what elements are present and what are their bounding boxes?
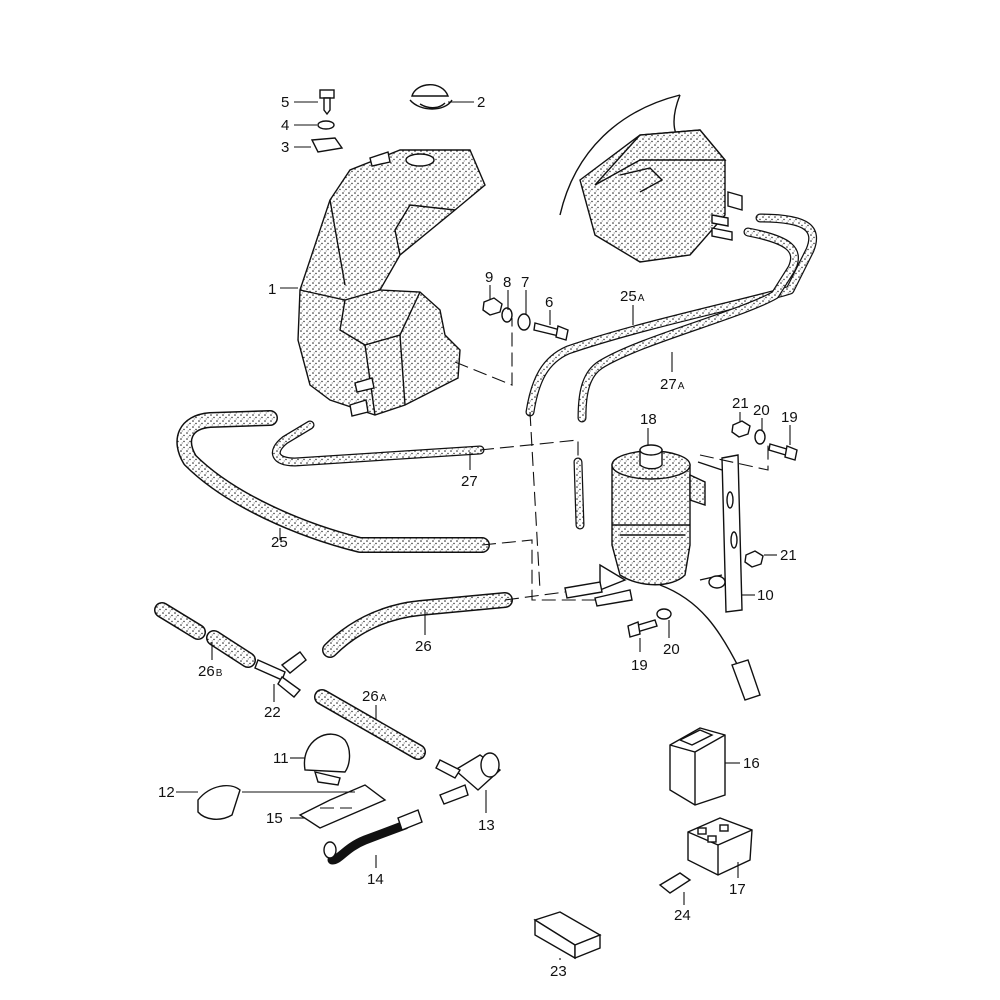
callout-11: 11	[273, 750, 289, 767]
hose-26A	[314, 689, 426, 760]
nozzle-cover	[303, 733, 351, 786]
washer-reservoir	[297, 149, 486, 417]
clip-nut-3	[310, 137, 344, 153]
callout-labels: 1 2 3 4 5 6 7 8 9 10 11 12 13 14 15 16 1…	[158, 94, 798, 980]
callout-9: 9	[485, 269, 493, 286]
body-section	[559, 94, 743, 263]
callout-20-lower: 20	[663, 641, 680, 658]
callout-17: 17	[729, 881, 746, 898]
callout-15: 15	[266, 810, 283, 827]
callout-7: 7	[521, 274, 529, 291]
callout-26A: 26A	[362, 688, 387, 705]
callout-18: 18	[640, 411, 657, 428]
callout-25A: 25A	[620, 288, 645, 305]
callout-27A: 27A	[660, 376, 685, 393]
callout-12: 12	[158, 784, 175, 801]
elbow-pipe	[323, 809, 423, 865]
relay	[669, 727, 726, 806]
hose-27	[271, 420, 485, 467]
callout-14: 14	[367, 871, 384, 888]
washer-20-top	[754, 429, 766, 445]
callout-2: 2	[477, 94, 485, 111]
hose-27A	[577, 227, 799, 423]
washer-4	[317, 120, 335, 130]
callout-4: 4	[281, 117, 289, 134]
hose-short-18	[573, 457, 585, 530]
bracket	[697, 454, 743, 613]
bolt-19-top	[768, 443, 798, 461]
callout-24: 24	[674, 907, 691, 924]
hose-26B	[154, 602, 256, 668]
callout-22: 22	[264, 704, 281, 721]
callout-26B: 26B	[198, 663, 223, 680]
callout-26: 26	[415, 638, 432, 655]
bolt-6	[533, 322, 569, 341]
callout-3: 3	[281, 139, 289, 156]
callout-25: 25	[271, 534, 288, 551]
callout-21-top: 21	[732, 395, 749, 412]
check-valve	[435, 752, 502, 805]
callout-8: 8	[503, 274, 511, 291]
callout-5: 5	[281, 94, 289, 111]
callout-27: 27	[461, 473, 478, 490]
pump-cable	[659, 584, 761, 701]
filler-cap	[409, 84, 453, 110]
washer-8	[501, 307, 513, 323]
nut-9	[482, 297, 503, 316]
relay-socket	[687, 817, 753, 876]
hose-26	[322, 592, 513, 658]
callout-13: 13	[478, 817, 495, 834]
connector-24	[658, 872, 692, 894]
callout-21-right: 21	[780, 547, 797, 564]
fuse-holder	[533, 911, 602, 960]
bolt-19-lower	[627, 619, 658, 638]
callout-1: 1	[268, 281, 276, 298]
hose-25	[176, 410, 490, 553]
callout-16: 16	[743, 755, 760, 772]
leader-lines	[176, 101, 791, 960]
clip-15	[298, 784, 387, 829]
callout-6: 6	[545, 294, 553, 311]
bolt-5	[319, 89, 335, 116]
callout-19-top: 19	[781, 409, 798, 426]
callout-10: 10	[757, 587, 774, 604]
pump-motor	[564, 444, 706, 607]
hose-25A	[525, 213, 818, 417]
callout-23: 23	[550, 963, 567, 980]
t-connector	[254, 651, 307, 698]
nut-21-right	[744, 550, 764, 568]
nozzle-seal	[197, 784, 241, 820]
nut-21-top	[731, 420, 751, 438]
callout-19-lower: 19	[631, 657, 648, 674]
assembly-lines	[320, 318, 769, 809]
washer-7	[517, 313, 531, 331]
washer-20-lower	[656, 608, 672, 620]
callout-20-top: 20	[753, 402, 770, 419]
